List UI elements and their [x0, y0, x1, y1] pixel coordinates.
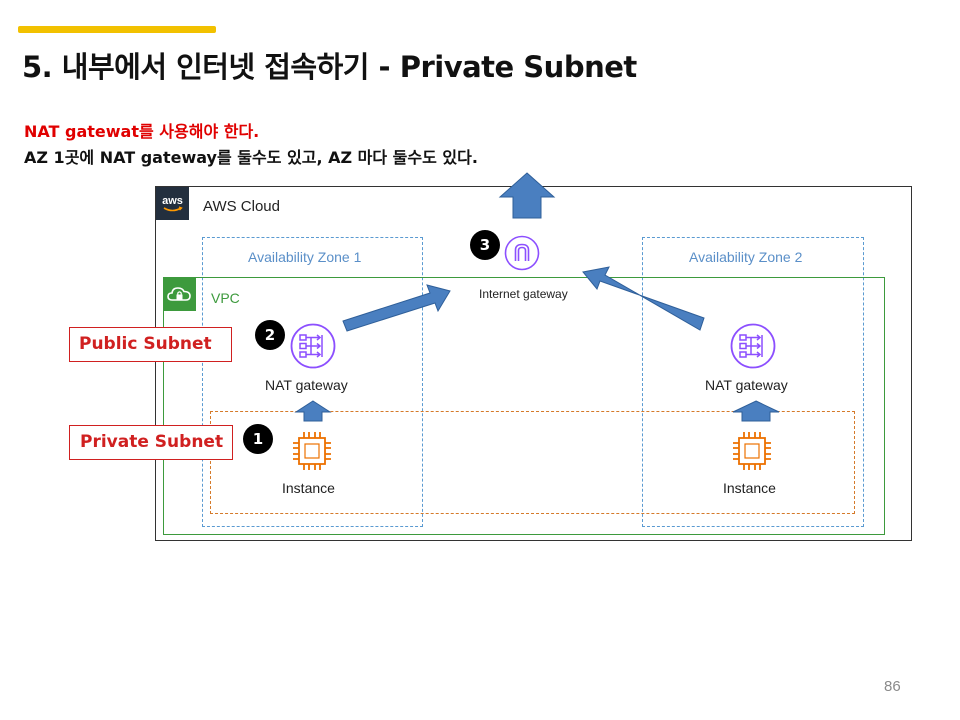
private-subnet-tag: Private Subnet [69, 425, 233, 460]
nat-gateway-2-label: NAT gateway [705, 377, 788, 393]
instance-2-label: Instance [723, 480, 776, 496]
internet-gateway-label: Internet gateway [479, 287, 568, 301]
instance1-to-nat1-arrow [294, 400, 332, 422]
page-number: 86 [884, 678, 901, 695]
nat-gateway-1-label: NAT gateway [265, 377, 348, 393]
step-1-badge: 1 [243, 424, 273, 454]
nat-gateway-2-icon [729, 322, 777, 374]
vpc-cloud-lock-icon [163, 278, 196, 311]
aws-logo-icon: aws [156, 187, 189, 220]
step-3-badge: 3 [470, 230, 500, 260]
step-2-badge: 2 [255, 320, 285, 350]
private-subnet-boundary [210, 411, 855, 514]
nat1-to-igw-arrow [342, 284, 451, 332]
internet-gateway-icon [503, 234, 541, 276]
nat2-to-igw-arrow [582, 266, 705, 331]
vpc-boundary [163, 277, 885, 535]
vpc-label: VPC [211, 290, 240, 306]
az1-label: Availability Zone 1 [248, 249, 362, 265]
availability-zone-1 [202, 237, 423, 527]
slide-title: 5. 내부에서 인터넷 접속하기 - Private Subnet [22, 50, 637, 84]
ec2-instance-2-icon [728, 427, 776, 479]
note-black: AZ 1곳에 NAT gateway를 둘수도 있고, AZ 마다 둘수도 있다… [24, 148, 478, 167]
ec2-instance-1-icon [288, 427, 336, 479]
nat-gateway-1-icon [289, 322, 337, 374]
instance2-to-nat2-arrow [732, 400, 780, 422]
aws-cloud-label: AWS Cloud [203, 198, 280, 215]
note-red: NAT gatewat를 사용해야 한다. [24, 122, 260, 141]
availability-zone-2 [642, 237, 864, 527]
public-subnet-tag: Public Subnet [69, 327, 232, 362]
instance-1-label: Instance [282, 480, 335, 496]
svg-text:aws: aws [162, 195, 183, 207]
internet-exit-arrow [498, 172, 556, 219]
az2-label: Availability Zone 2 [689, 249, 803, 265]
title-accent-bar [18, 26, 216, 33]
